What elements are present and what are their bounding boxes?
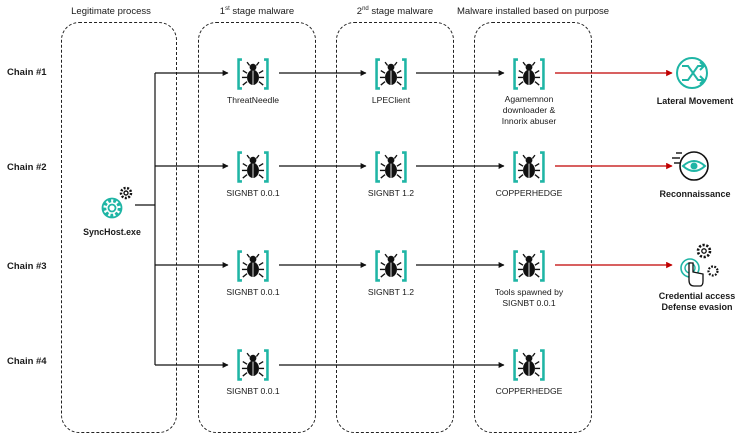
- bug-icon: [237, 250, 269, 282]
- stage1-text: stage malware: [229, 6, 295, 18]
- column-box-legitimate: [61, 22, 177, 433]
- stage1-label-4: SIGNBT 0.0.1: [226, 386, 280, 396]
- stage1-label-3: SIGNBT 0.0.1: [226, 287, 280, 297]
- purpose-malware-label-4: COPPERHEDGE: [495, 386, 563, 396]
- chain-label-3: Chain #3: [7, 261, 47, 272]
- bug-icon: [375, 250, 407, 282]
- bug-icon: [375, 58, 407, 90]
- chain-label-4: Chain #4: [7, 356, 47, 367]
- shuffle-icon: [676, 57, 708, 89]
- bug-icon: [513, 58, 545, 90]
- stage2-text: stage malware: [368, 6, 434, 18]
- stage1-label-1: ThreatNeedle: [226, 95, 280, 105]
- stage2-label-3: SIGNBT 1.2: [367, 287, 415, 297]
- click-gear-icon: [680, 243, 719, 287]
- purpose-malware-label-2: COPPERHEDGE: [495, 188, 563, 198]
- bug-icon: [513, 151, 545, 183]
- eye-icon: [672, 151, 709, 181]
- column-box-stage2: [336, 22, 454, 433]
- stage1-number: 1: [219, 6, 226, 18]
- purpose-label-credential-access: Credential access Defense evasion: [658, 291, 736, 312]
- stage1-label-2: SIGNBT 0.0.1: [226, 188, 280, 198]
- stage2-superscript: nd: [362, 6, 369, 12]
- bug-icon: [513, 349, 545, 381]
- bug-icon: [237, 349, 269, 381]
- small-gear-icon: [119, 186, 133, 200]
- column-box-purpose: [474, 22, 592, 433]
- column-title-stage2: 2nd stage malware: [357, 6, 433, 17]
- column-title-legitimate: Legitimate process: [71, 6, 151, 17]
- purpose-malware-label-1: Agamemnon downloader & Innorix abuser: [501, 94, 557, 126]
- bug-icon: [237, 58, 269, 90]
- column-title-stage1: 1st stage malware: [220, 6, 294, 17]
- purpose-label-reconnaissance: Reconnaissance: [659, 189, 731, 199]
- source-label: SyncHost.exe: [83, 227, 141, 237]
- stage2-label-1: LPEClient: [371, 95, 411, 105]
- bug-icon: [375, 151, 407, 183]
- gear-icon: [101, 197, 123, 219]
- chain-label-2: Chain #2: [7, 162, 47, 173]
- bug-icon: [237, 151, 269, 183]
- stage2-number: 2: [356, 6, 363, 18]
- bug-icon: [513, 250, 545, 282]
- stage1-superscript: st: [225, 6, 230, 12]
- column-title-purpose: Malware installed based on purpose: [456, 6, 610, 17]
- purpose-label-lateral-movement: Lateral Movement: [656, 96, 734, 106]
- stage2-label-2: SIGNBT 1.2: [367, 188, 415, 198]
- column-box-stage1: [198, 22, 316, 433]
- chain-label-1: Chain #1: [7, 67, 47, 78]
- purpose-malware-label-3: Tools spawned by SIGNBT 0.0.1: [494, 287, 564, 308]
